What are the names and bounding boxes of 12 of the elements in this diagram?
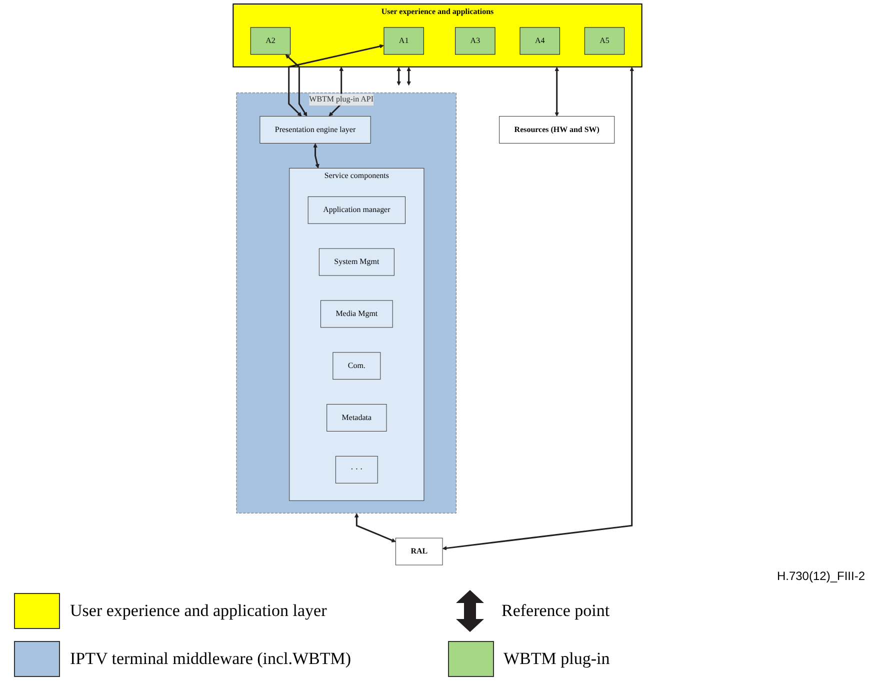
legend-text: WBTM plug-in [504,649,610,669]
arrow [313,143,320,168]
legend-text: User experience and application layer [70,601,327,621]
arrow [285,54,308,116]
arrow [554,66,560,116]
figure-number: H.730(12)_FIII-2 [776,569,865,583]
arrow [396,66,401,86]
arrow [442,66,634,550]
arrow [406,66,411,86]
legend-text: Reference point [502,601,610,621]
legend-text: IPTV terminal middleware (incl.WBTM) [70,649,352,669]
arrow [354,513,396,542]
